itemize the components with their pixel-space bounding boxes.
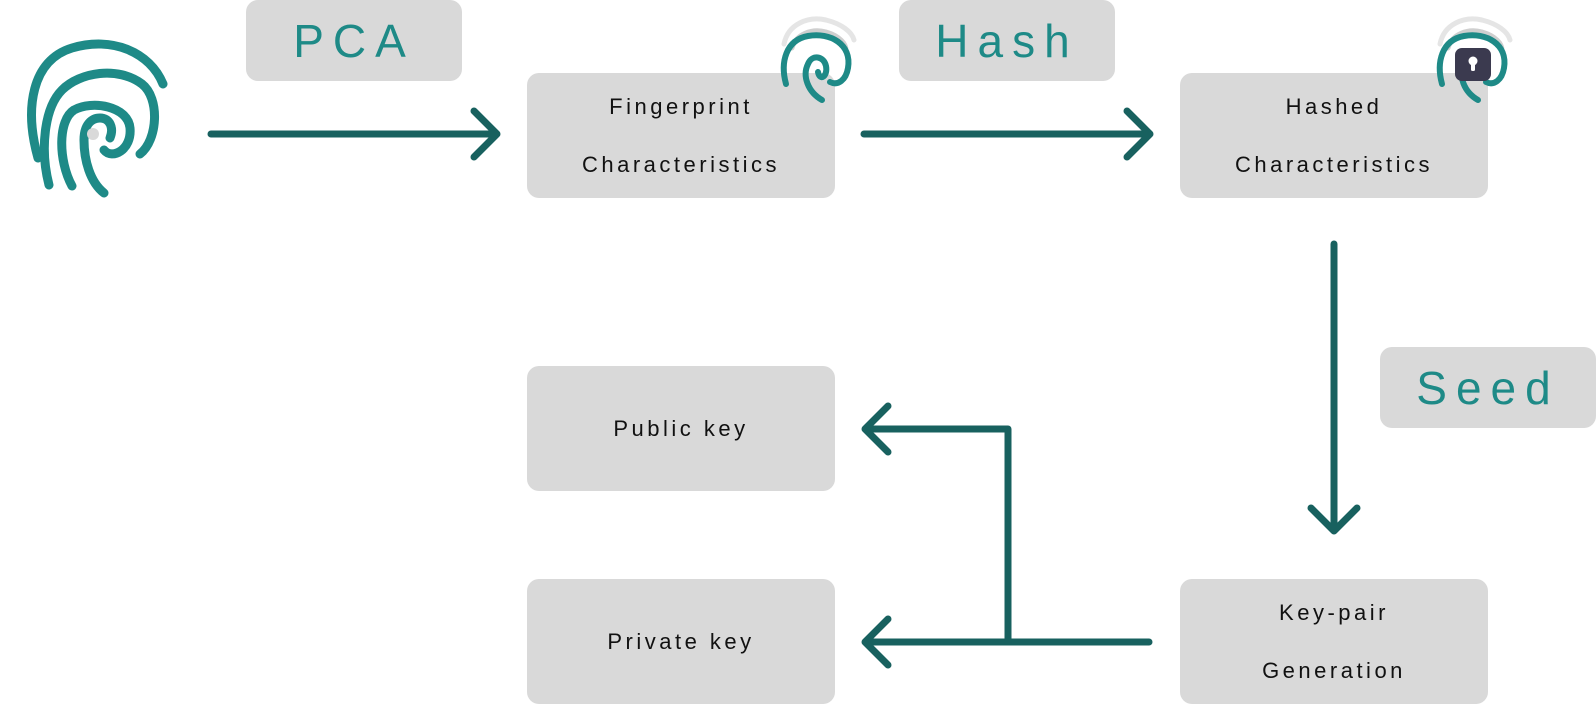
hashed-characteristics-line1: Hashed xyxy=(1285,93,1383,119)
arrow-input-to-fingerprint xyxy=(207,107,501,161)
hash-label: Hash xyxy=(899,0,1115,81)
keypair-generation-line1: Key-pair xyxy=(1279,599,1389,625)
hashed-characteristics-box: Hashed Characteristics xyxy=(1180,73,1488,198)
pca-label: PCA xyxy=(246,0,462,81)
arrow-fingerprint-to-hashed xyxy=(860,107,1154,161)
private-key-text: Private key xyxy=(607,628,755,654)
arrow-keypair-to-keys xyxy=(861,402,1153,669)
fingerprint-characteristics-line1: Fingerprint xyxy=(609,93,753,119)
public-key-box: Public key xyxy=(527,366,835,491)
fingerprint-icon xyxy=(27,39,168,198)
keypair-generation-line2: Generation xyxy=(1262,657,1406,683)
hash-label-text: Hash xyxy=(935,14,1079,67)
public-key-text: Public key xyxy=(613,415,749,441)
hashed-characteristics-line2: Characteristics xyxy=(1235,151,1433,177)
fingerprint-characteristics-box: Fingerprint Characteristics xyxy=(527,73,835,198)
keypair-generation-box: Key-pair Generation xyxy=(1180,579,1488,704)
lock-icon xyxy=(1455,48,1491,81)
seed-label-text: Seed xyxy=(1416,361,1560,414)
pca-label-text: PCA xyxy=(293,14,415,67)
arrow-hashed-to-keypair xyxy=(1307,240,1361,535)
seed-label: Seed xyxy=(1380,347,1596,428)
small-fingerprint-icon xyxy=(780,16,857,103)
private-key-box: Private key xyxy=(527,579,835,704)
fingerprint-characteristics-line2: Characteristics xyxy=(582,151,780,177)
